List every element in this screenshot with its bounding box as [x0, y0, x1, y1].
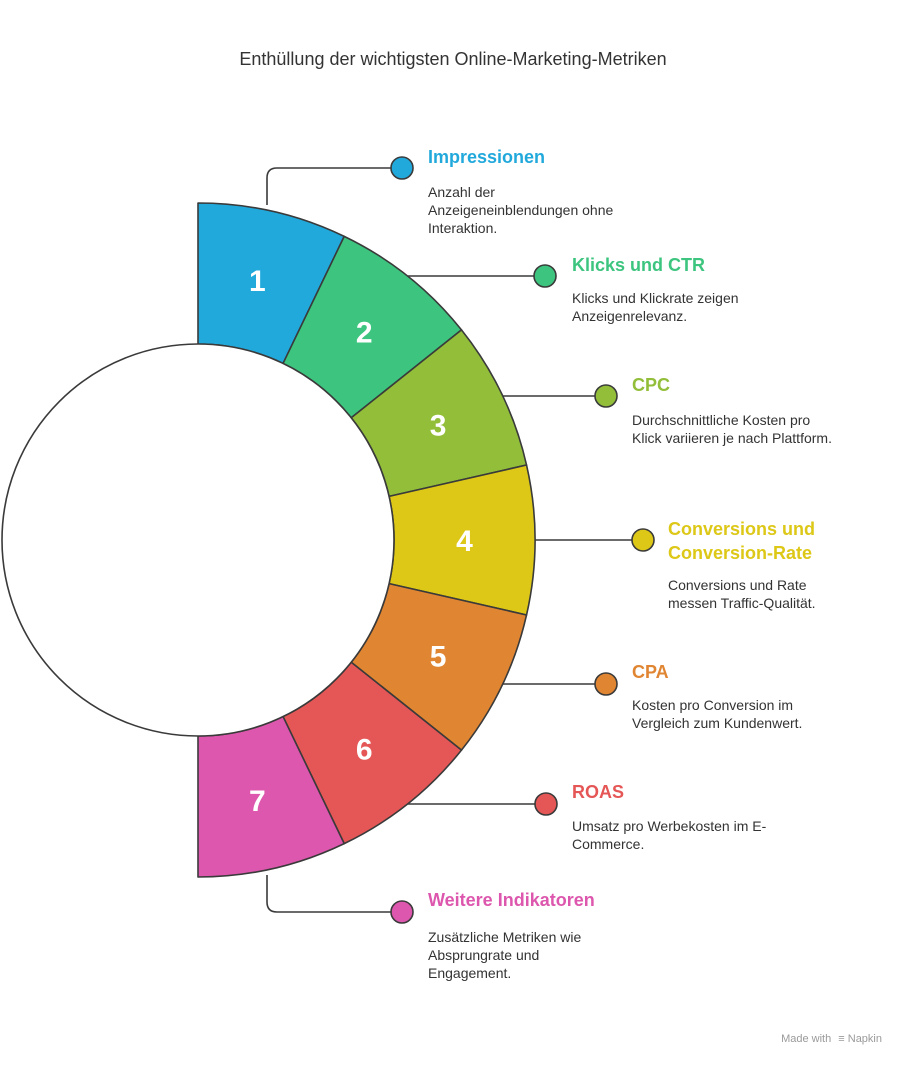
segment-number-4: 4 — [456, 525, 473, 558]
segment-number-2: 2 — [356, 317, 373, 350]
connector-line-7 — [266, 875, 402, 913]
segment-number-5: 5 — [430, 641, 447, 674]
napkin-logo-icon: ≡ — [838, 1033, 845, 1045]
connector-dot-6 — [534, 792, 558, 816]
page-title: Enthüllung der wichtigsten Online-Market… — [239, 49, 667, 69]
segment-number-3: 3 — [430, 409, 447, 442]
item-title-5: CPA — [632, 662, 669, 682]
item-desc-1: Anzahl der Anzeigeneinblendungen ohne In… — [428, 184, 614, 236]
item-desc-3: Durchschnittliche Kosten pro Klick varii… — [632, 412, 832, 446]
item-title-1: Impressionen — [428, 147, 546, 167]
item-desc-5: Kosten pro Conversion im Vergleich zum K… — [632, 697, 803, 731]
connector-dot-7 — [390, 900, 414, 924]
item-desc-6: Umsatz pro Werbekosten im E-Commerce. — [572, 818, 767, 852]
item-desc-4: Conversions und Rate messen Traffic-Qual… — [668, 577, 816, 611]
item-title-2: Klicks und CTR — [572, 255, 706, 275]
connector-dot-5 — [594, 672, 618, 696]
footer-brand: Napkin — [847, 1033, 882, 1045]
segment-number-1: 1 — [249, 265, 266, 298]
item-title-4: Conversions und Conversion-Rate — [668, 519, 816, 563]
connector-dot-1 — [390, 156, 414, 180]
item-desc-7: Zusätzliche Metriken wie Absprungrate un… — [428, 929, 582, 981]
item-title-3: CPC — [632, 375, 671, 395]
center-circle — [1, 343, 395, 737]
connector-dot-3 — [594, 384, 618, 408]
item-title-6: ROAS — [572, 782, 625, 802]
segment-number-6: 6 — [356, 733, 373, 766]
footer-made-with: Made with — [781, 1033, 832, 1045]
segment-number-7: 7 — [249, 785, 266, 818]
connector-line-1 — [266, 167, 402, 205]
connector-dot-2 — [533, 264, 557, 288]
item-desc-2: Klicks und Klickrate zeigen Anzeigenrele… — [572, 290, 739, 324]
item-title-7: Weitere Indikatoren — [428, 890, 595, 910]
footer: Made with ≡ Napkin — [781, 1033, 882, 1045]
connector-dot-4 — [631, 528, 655, 552]
